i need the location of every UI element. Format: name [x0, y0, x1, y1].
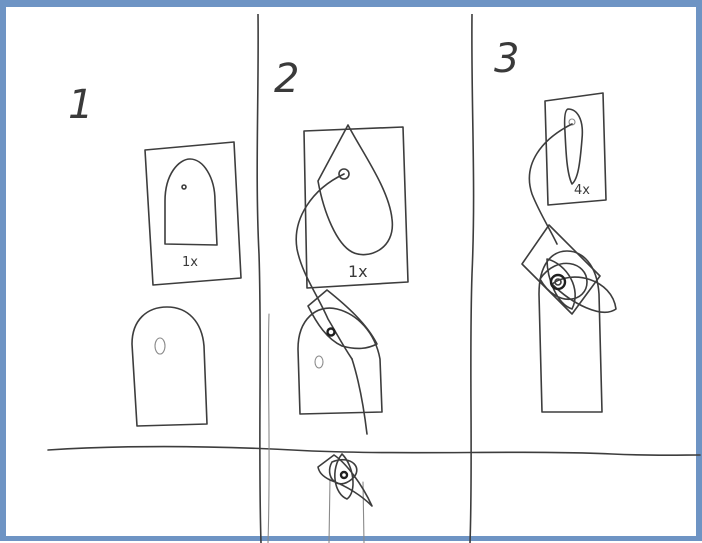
panel-2-drop-shape: [318, 125, 392, 255]
panel-2-flower-knot: [318, 454, 372, 506]
panel-1-number: 1: [68, 82, 93, 128]
panel-3: 4x: [522, 93, 616, 412]
panel-2-connector-line: [352, 359, 367, 434]
panel-1-pivot-dot: [182, 185, 186, 189]
panel-3-scale-label: 4x: [574, 183, 590, 198]
panel-1: 1x: [132, 142, 241, 426]
panel-2-number: 2: [274, 56, 299, 102]
panel-2-scale-label: 1x: [348, 262, 368, 281]
panel-1-result-pivot: [155, 338, 165, 354]
vertical-divider-right: [470, 14, 474, 543]
panel-1-tombstone-shape: [165, 159, 217, 245]
panel-3-number: 3: [494, 36, 519, 82]
panel-2-result-pivot: [315, 356, 323, 368]
panel-2: 1x: [296, 125, 408, 543]
panel-2-stem-box: [329, 479, 364, 543]
hand-drawn-sketch: 1 2 3 1x 1x: [12, 14, 702, 543]
panel-1-result-shape: [132, 307, 207, 426]
panel-1-scale-label: 1x: [182, 255, 198, 270]
panel-3-knot-center: [551, 275, 565, 289]
vertical-divider-left-a: [257, 14, 261, 543]
panel-2-knot-center: [341, 472, 347, 478]
horizontal-ground-line: [48, 447, 700, 456]
panel-2-attach-point: [328, 329, 335, 336]
panel-2-result-shape: [298, 308, 382, 414]
vertical-divider-left-b: [268, 314, 269, 543]
panel-3-slender-shape: [565, 109, 583, 184]
